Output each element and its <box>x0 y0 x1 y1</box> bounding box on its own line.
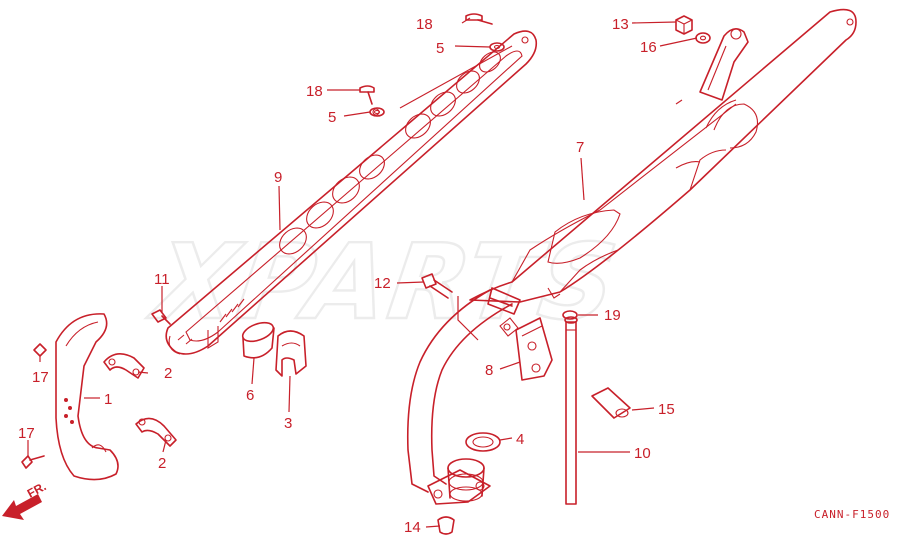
bolt-part-11 <box>151 309 171 325</box>
callout-3: 3 <box>284 415 292 432</box>
shield-slots <box>177 298 245 349</box>
callout-15: 15 <box>658 401 675 418</box>
screw-part-18-upper <box>465 13 493 25</box>
callout-16: 16 <box>640 39 657 56</box>
shield-holes <box>279 51 501 255</box>
front-guard-part-1 <box>55 313 119 481</box>
mounting-plate-part-8 <box>499 317 553 381</box>
callout-18-upper: 18 <box>416 16 433 33</box>
callout-9: 9 <box>274 169 282 186</box>
callout-17-upper: 17 <box>32 369 49 386</box>
callout-2-lower: 2 <box>158 455 166 472</box>
callout-labels: 18 5 13 16 18 5 7 9 11 12 19 8 6 3 2 2 1… <box>18 16 675 536</box>
callout-14: 13 <box>612 16 629 33</box>
front-label: FR. <box>25 479 49 500</box>
callout-5-lower: 5 <box>328 109 336 126</box>
callout-19: 19 <box>604 307 621 324</box>
callout-5-upper: 5 <box>436 40 444 57</box>
callout-6: 6 <box>246 387 254 404</box>
callout-12: 12 <box>374 275 391 292</box>
front-arrow-icon <box>2 494 42 520</box>
front-direction-marker: FR. <box>2 479 48 520</box>
nut-part-14 <box>675 15 693 35</box>
gasket-part-4 <box>465 432 501 452</box>
watermark: XPARTS <box>142 221 626 342</box>
bolt-part-12 <box>421 273 453 299</box>
callout-11: 11 <box>154 271 170 288</box>
callout-1: 1 <box>104 391 112 408</box>
screw-part-18-lower <box>359 85 375 105</box>
leader-lines <box>27 17 698 528</box>
clip-part-19 <box>562 310 578 320</box>
guard-vents <box>64 398 74 424</box>
callout-7: 7 <box>576 139 584 156</box>
joint-collar-part-13 <box>437 458 485 535</box>
callout-4: 4 <box>516 431 524 448</box>
washer-part-16 <box>695 32 711 44</box>
callout-18-lower: 18 <box>306 83 323 100</box>
heat-shield-part-9 <box>165 30 538 355</box>
collar-part-15 <box>591 387 631 419</box>
callout-10: 10 <box>634 445 651 462</box>
muffler-part-7 <box>469 8 857 303</box>
washer-part-5-upper <box>489 42 505 52</box>
callout-17-lower: 17 <box>18 425 35 442</box>
tube-part-10 <box>564 316 578 505</box>
clamp-part-3 <box>275 330 307 377</box>
callout-8: 8 <box>485 362 493 379</box>
callout-2-upper: 2 <box>164 365 172 382</box>
clamp-part-2-upper <box>103 353 145 379</box>
exhaust-pipe <box>406 287 561 505</box>
screw-part-17-lower <box>21 455 45 469</box>
diagram-code: CANN-F1500 <box>814 508 890 521</box>
bush-part-6 <box>241 321 275 359</box>
clamp-part-2-lower <box>135 417 177 447</box>
callout-13: 14 <box>404 519 421 536</box>
screw-part-17-upper <box>33 343 47 357</box>
